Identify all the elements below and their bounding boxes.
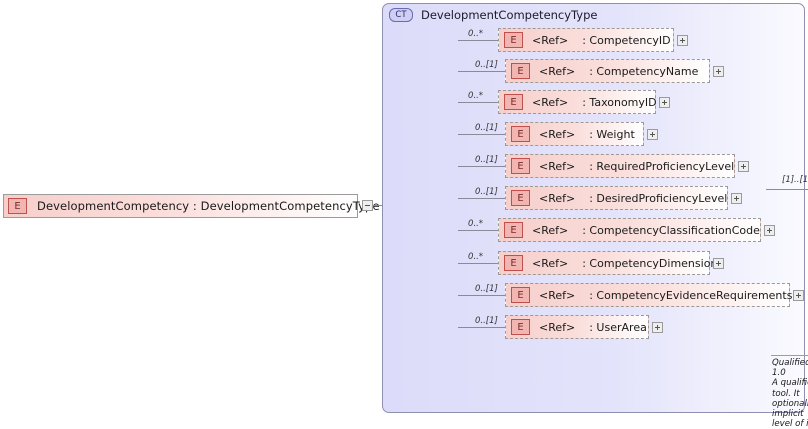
- element-row[interactable]: E <Ref> : TaxonomyID: [498, 90, 657, 114]
- row-connector-line: [458, 295, 505, 296]
- element-badge-icon: E: [511, 287, 530, 303]
- row-connector-line: [458, 198, 505, 199]
- element-name-label: : Weight: [589, 127, 635, 141]
- annotation-line-5: level of importance (weight) among sibli…: [772, 419, 808, 429]
- annotation-line-3: A qualified development competency is as…: [772, 378, 808, 399]
- element-row[interactable]: E <Ref> : CompetencyEvidenceRequirements: [505, 283, 793, 307]
- annotation-documentation: Qualified_ Development Competency. Detai…: [772, 358, 808, 429]
- element-badge-icon: E: [504, 32, 523, 48]
- element-row[interactable]: E <Ref> : UserArea: [505, 315, 649, 339]
- row-connector-line: [458, 230, 498, 231]
- annotation-separator: [771, 355, 808, 356]
- element-ref-label: <Ref>: [532, 33, 569, 47]
- element-name-label: : CompetencyEvidenceRequirements: [589, 288, 793, 302]
- row-cardinality: 0..*: [468, 252, 484, 262]
- row-cardinality: 0..[1]: [475, 316, 498, 326]
- annotation-line-1: Qualified_ Development Competency. Detai…: [772, 358, 808, 368]
- element-name-label: : CompetencyClassificationCode: [582, 223, 760, 237]
- element-row[interactable]: E <Ref> : CompetencyDimension: [498, 251, 717, 275]
- row-expand-toggle-icon[interactable]: [793, 290, 804, 301]
- row-cardinality: 0..[1]: [475, 123, 498, 133]
- element-badge-icon: E: [8, 198, 27, 214]
- row-connector-line: [458, 40, 498, 41]
- row-expand-toggle-icon[interactable]: [647, 129, 658, 140]
- row-expand-toggle-icon[interactable]: [652, 322, 663, 333]
- row-connector-line: [458, 71, 505, 72]
- element-ref-label: <Ref>: [539, 288, 576, 302]
- root-connector-line: [373, 205, 383, 206]
- row-cardinality: 0..[1]: [475, 187, 498, 197]
- complex-type-title: DevelopmentCompetencyType: [421, 8, 598, 22]
- element-badge-icon: E: [511, 190, 530, 206]
- element-badge-icon: E: [504, 94, 523, 110]
- element-row[interactable]: E <Ref> : CompetencyName: [505, 59, 710, 83]
- annotation-line-2: 1.0: [772, 368, 786, 379]
- element-badge-icon: E: [511, 126, 530, 142]
- compositor-incoming-line: [766, 189, 808, 190]
- row-expand-toggle-icon[interactable]: [659, 97, 670, 108]
- annotation-line-4: optionally has a specified required and/…: [772, 398, 808, 420]
- row-cardinality: 0..[1]: [475, 60, 498, 70]
- row-connector-line: [458, 102, 498, 103]
- row-expand-toggle-icon[interactable]: [738, 161, 749, 172]
- element-badge-icon: E: [511, 319, 530, 335]
- element-ref-label: <Ref>: [532, 95, 569, 109]
- row-cardinality: 0..*: [468, 219, 484, 229]
- element-row[interactable]: E <Ref> : RequiredProficiencyLevel: [505, 154, 735, 178]
- element-row[interactable]: E <Ref> : Weight: [505, 122, 644, 146]
- element-ref-label: <Ref>: [539, 191, 576, 205]
- element-badge-icon: E: [504, 255, 523, 271]
- element-ref-label: <Ref>: [539, 159, 576, 173]
- element-name-label: : DesiredProficiencyLevel: [589, 191, 728, 205]
- element-ref-label: <Ref>: [532, 223, 569, 237]
- complex-type-badge-icon: CT: [389, 8, 413, 22]
- root-element-label: DevelopmentCompetency : DevelopmentCompe…: [37, 199, 380, 213]
- element-name-label: : CompetencyID: [582, 33, 671, 47]
- element-name-label: : CompetencyDimension: [582, 256, 718, 270]
- element-row[interactable]: E <Ref> : CompetencyClassificationCode: [498, 218, 761, 242]
- element-ref-label: <Ref>: [539, 127, 576, 141]
- element-ref-label: <Ref>: [539, 64, 576, 78]
- element-name-label: : RequiredProficiencyLevel: [589, 159, 735, 173]
- root-collapse-toggle-icon[interactable]: [362, 200, 373, 211]
- row-cardinality: 0..[1]: [475, 284, 498, 294]
- row-connector-line: [458, 327, 505, 328]
- row-connector-line: [458, 134, 505, 135]
- element-ref-label: <Ref>: [532, 256, 569, 270]
- row-connector-line: [458, 263, 498, 264]
- element-name-label: : TaxonomyID: [582, 95, 657, 109]
- element-row[interactable]: E <Ref> : DesiredProficiencyLevel: [505, 186, 728, 210]
- element-name-label: : UserArea: [589, 320, 647, 334]
- element-row[interactable]: E <Ref> : CompetencyID: [498, 28, 674, 52]
- element-badge-icon: E: [511, 158, 530, 174]
- row-expand-toggle-icon[interactable]: [764, 225, 775, 236]
- row-cardinality: 0..*: [468, 91, 484, 101]
- compositor-cardinality: [1]..[1]: [782, 175, 808, 185]
- row-expand-toggle-icon[interactable]: [713, 258, 724, 269]
- element-name-label: : CompetencyName: [589, 64, 699, 78]
- row-connector-line: [458, 166, 505, 167]
- row-expand-toggle-icon[interactable]: [731, 193, 742, 204]
- row-cardinality: 0..[1]: [475, 155, 498, 165]
- element-badge-icon: E: [511, 63, 530, 79]
- row-expand-toggle-icon[interactable]: [677, 35, 688, 46]
- row-expand-toggle-icon[interactable]: [713, 66, 724, 77]
- complex-type-header: CT DevelopmentCompetencyType: [389, 8, 597, 22]
- element-badge-icon: E: [504, 222, 523, 238]
- element-ref-label: <Ref>: [539, 320, 576, 334]
- root-element-box[interactable]: E DevelopmentCompetency : DevelopmentCom…: [3, 194, 380, 218]
- row-cardinality: 0..*: [468, 29, 484, 39]
